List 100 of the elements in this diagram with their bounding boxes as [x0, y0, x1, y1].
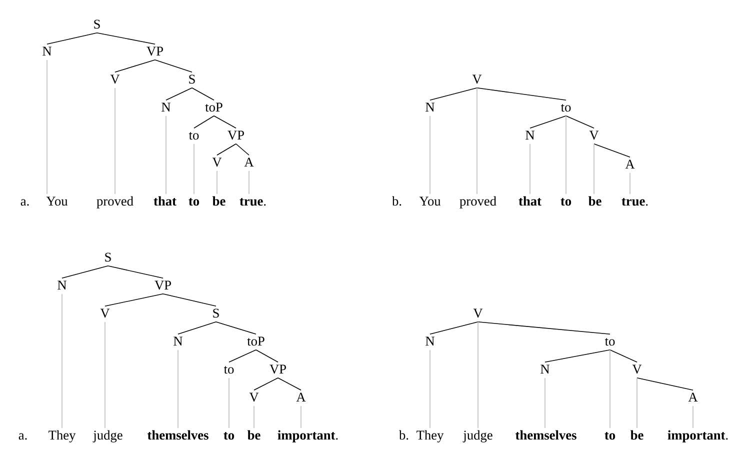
tree-label: be — [248, 430, 260, 440]
tree-label: A — [296, 392, 306, 402]
tree-label: You — [46, 196, 68, 206]
tree-branch — [216, 321, 256, 335]
tree-label: be — [630, 430, 644, 440]
tree-branch — [236, 143, 250, 156]
tree-branch — [96, 32, 156, 45]
tree-label: true. — [622, 198, 648, 206]
example-letter: b. — [399, 430, 408, 440]
tree-label: to — [224, 432, 234, 440]
tree-label: V — [473, 308, 483, 318]
tree-branch — [610, 349, 638, 363]
tree-branch — [478, 321, 610, 335]
tree-branch — [154, 59, 192, 73]
tree-label: toP — [205, 102, 222, 112]
projection-line — [300, 405, 302, 429]
tree-label: S — [189, 74, 195, 84]
tree-label: proved — [460, 196, 496, 208]
tree-label: that — [154, 196, 176, 206]
projection-line — [248, 170, 250, 195]
tree-label: A — [244, 158, 254, 167]
tree-branch — [62, 265, 108, 279]
tree-label: V — [212, 158, 222, 167]
tree-branch — [636, 377, 694, 391]
projection-line — [104, 321, 106, 429]
tree-branch — [566, 115, 594, 129]
tree-label: VP — [154, 280, 171, 290]
tree-label: N — [540, 364, 550, 374]
tree-label: You — [419, 196, 441, 206]
tree-label: V — [632, 364, 642, 374]
tree-branch — [46, 32, 98, 45]
tree-label: to — [188, 132, 199, 140]
projection-line — [46, 59, 48, 195]
tree-label: S — [105, 252, 111, 262]
example-letter: a. — [20, 199, 29, 206]
projection-line — [228, 377, 230, 429]
tree-branch — [256, 349, 278, 363]
tree-label: V — [249, 392, 259, 402]
tree-label: to — [224, 366, 234, 374]
tree-label: toP — [247, 336, 264, 346]
tree-label: A — [688, 392, 698, 402]
tree-label: themselves — [515, 430, 576, 440]
projection-line — [476, 87, 478, 195]
tree-label: V — [110, 74, 120, 84]
projection-line — [114, 87, 116, 195]
tree-label: be — [588, 196, 602, 206]
tree-branch — [430, 321, 478, 335]
tree-label: N — [526, 130, 535, 140]
tree-label: V — [100, 308, 110, 318]
tree-label: judge — [92, 430, 122, 442]
tree-label: themselves — [147, 430, 208, 440]
tree-label: true. — [240, 198, 266, 206]
tree-label: VP — [270, 364, 286, 374]
tree-label: judge — [462, 430, 492, 442]
tree-label: A — [625, 160, 635, 169]
tree-label: VP — [146, 46, 163, 56]
tree-branch — [178, 321, 216, 335]
tree-branch — [192, 87, 214, 101]
tree-branch — [194, 115, 214, 129]
tree-label: to — [560, 198, 572, 206]
tree-label: They — [416, 430, 444, 442]
tree-branch — [594, 143, 630, 158]
tree-label: V — [472, 74, 482, 84]
tree-branch — [430, 87, 478, 101]
projection-line — [636, 377, 638, 429]
tree-label: to — [560, 104, 571, 112]
projection-line — [544, 377, 546, 429]
tree-branch — [544, 349, 610, 363]
tree-label: be — [212, 196, 226, 206]
tree-branch — [108, 265, 164, 279]
tree-label: N — [426, 102, 435, 112]
tree-branch — [228, 349, 256, 363]
tree-branch — [476, 87, 566, 101]
tree-label: V — [589, 130, 599, 140]
tree-label: important. — [278, 430, 338, 442]
tree-label: N — [162, 102, 171, 112]
tree-branch — [214, 115, 236, 129]
example-letter: a. — [18, 433, 27, 440]
tree-label: important. — [668, 430, 728, 442]
projection-line — [692, 405, 694, 429]
tree-label: to — [188, 198, 200, 206]
tree-label: N — [426, 336, 435, 346]
tree-branch — [254, 377, 278, 391]
tree-label: to — [604, 338, 615, 346]
tree-label: S — [213, 308, 219, 318]
tree-label: N — [58, 280, 67, 290]
tree-label: to — [604, 432, 616, 440]
tree-label: VP — [228, 130, 244, 140]
tree-branch — [162, 293, 216, 307]
tree-label: S — [94, 20, 100, 29]
tree-branch — [104, 293, 164, 307]
tree-branch — [530, 115, 566, 129]
example-letter: b. — [392, 196, 402, 206]
tree-branch — [114, 59, 156, 73]
tree-branch — [166, 87, 192, 101]
tree-label: proved — [96, 196, 134, 208]
projection-line — [216, 170, 218, 195]
tree-label: They — [48, 430, 76, 442]
tree-label: N — [174, 336, 183, 346]
tree-branch — [278, 377, 302, 391]
